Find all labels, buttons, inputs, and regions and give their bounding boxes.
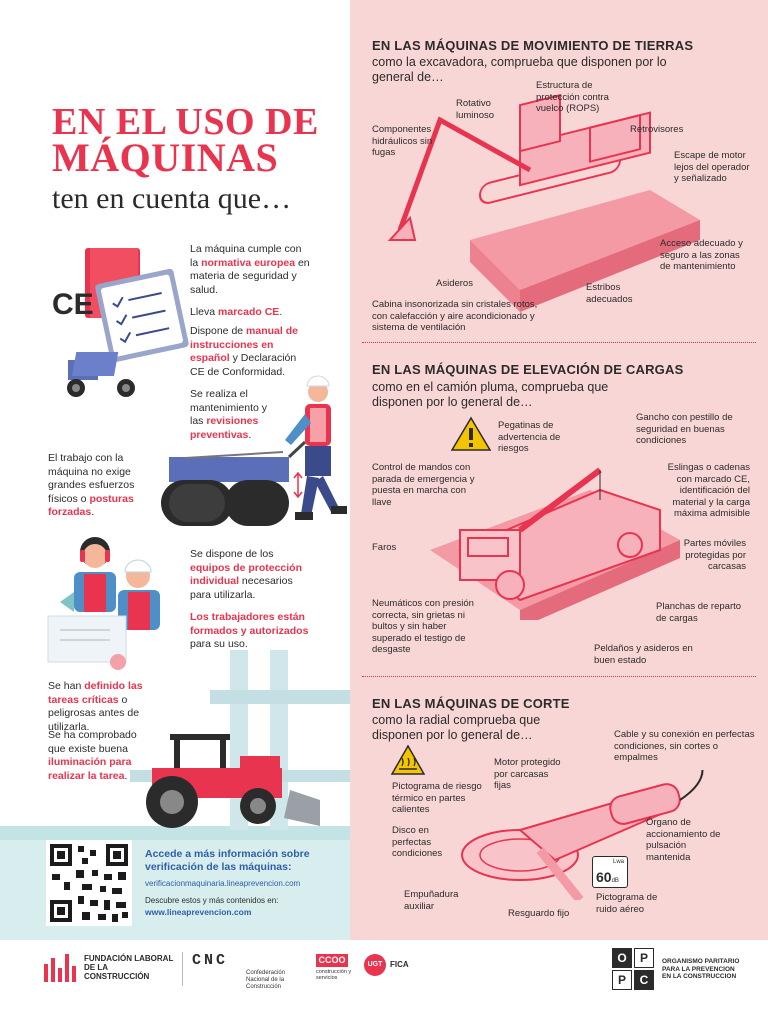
angle-grinder-illustration	[461, 770, 704, 900]
text-tareas-criticas: Se han definido las tareas críticas o pe…	[48, 680, 143, 733]
worker-icon	[285, 375, 347, 520]
crane-truck-illustration	[430, 467, 680, 620]
text-epi: Se dispone de los equipos de protección …	[190, 548, 303, 601]
opc-letter-p1: P	[634, 948, 654, 968]
label-neumaticos: Neumáticos con presión correcta, sin gri…	[372, 598, 474, 655]
main-title-line3: ten en cuenta que…	[52, 182, 292, 215]
qr-title: Accede a más información sobre verificac…	[145, 848, 310, 873]
text-normativa: La máquina cumple con la normativa europ…	[190, 243, 310, 296]
label-empunadura: Empuñadura auxiliar	[404, 889, 459, 912]
ce-documents-illustration	[67, 248, 189, 397]
label-asideros: Asideros	[436, 278, 473, 289]
noise-lwa-label: Lwa	[612, 859, 624, 865]
flc-logo-icon	[44, 954, 76, 982]
label-retrovisores: Retrovisores	[630, 124, 684, 135]
label-componentes-hidraulicos: Componentes hidráulicos sin fugas	[372, 124, 433, 158]
seal-icon	[110, 654, 126, 670]
qr-code-icon[interactable]	[46, 840, 132, 926]
label-planchas: Planchas de reparto de cargas	[656, 601, 742, 624]
qr-description: Descubre estos y más contenidos en:	[145, 896, 279, 905]
tractor-scaffold-illustration	[130, 650, 350, 830]
section-cutting-title: EN LAS MÁQUINAS DE CORTE	[372, 696, 570, 711]
opc-logo: O P P C	[612, 948, 656, 992]
label-faros: Faros	[372, 542, 397, 553]
noise-db-value: 60dB	[596, 869, 619, 885]
label-cable: Cable y su conexión en perfectas condici…	[614, 729, 755, 763]
opc-name: ORGANISMO PARITARIO PARA LA PREVENCION E…	[662, 958, 740, 980]
text-iluminacion: Se ha comprobado que existe buena ilumin…	[48, 729, 137, 782]
cnc-name: Confederación Nacional de la Construcció…	[246, 970, 286, 990]
label-estructura-rops: Estructura de protección contra vuelco (…	[536, 80, 609, 114]
qr-link-2[interactable]: www.lineaprevencion.com	[145, 907, 252, 917]
label-peldanos: Peldaños y asideros en buen estado	[594, 643, 693, 666]
text-formados: Los trabajadores están formados y autori…	[190, 611, 309, 650]
label-acceso: Acceso adecuado y seguro a las zonas de …	[660, 238, 743, 272]
section-divider-2	[362, 676, 756, 677]
label-cabina: Cabina insonorizada sin cristales rotos,…	[372, 299, 538, 333]
section-earthmoving-subtitle: como la excavadora, comprueba que dispon…	[372, 55, 667, 84]
opc-letter-o: O	[612, 948, 632, 968]
cnc-logo: CNC	[192, 952, 229, 969]
text-manual: Dispone de manual de instrucciones en es…	[190, 325, 298, 378]
opc-letter-p2: P	[612, 970, 632, 990]
hot-surface-icon	[390, 744, 426, 775]
label-rotativo: Rotativo luminoso	[456, 98, 495, 121]
ccoo-logo: CCOO	[316, 954, 348, 967]
label-motor: Motor protegido por carcasas fijas	[494, 757, 561, 791]
flc-name: FUNDACIÓN LABORAL DE LA CONSTRUCCIÓN	[84, 954, 174, 981]
main-title-line2: MÁQUINAS	[52, 135, 279, 180]
label-escape: Escape de motor lejos del operador y señ…	[674, 150, 750, 184]
label-gancho: Gancho con pestillo de seguridad en buen…	[636, 412, 733, 446]
footer: FUNDACIÓN LABORAL DE LA CONSTRUCCIÓN CNC…	[0, 940, 768, 1024]
worker-male-icon	[118, 559, 160, 630]
label-organo: Órgano de accionamiento de pulsación man…	[646, 817, 721, 863]
ce-mark: CE	[52, 288, 94, 321]
tractor-icon	[146, 734, 320, 828]
roller-icon	[169, 457, 289, 482]
crane-truck-icon	[458, 467, 661, 602]
label-control-mandos: Control de mandos con parada de emergenc…	[372, 462, 475, 508]
opc-letter-c: C	[634, 970, 654, 990]
label-disco: Disco en perfectas condiciones	[392, 825, 443, 859]
excavator-icon	[387, 93, 651, 241]
label-eslingas: Eslingas o cadenas con marcado CE, ident…	[667, 462, 750, 519]
workers-epi-illustration	[47, 537, 160, 670]
fica-logo: FICA	[390, 960, 409, 969]
qr-band-edge	[0, 826, 350, 840]
qr-link[interactable]: verificacionmaquinaria.lineaprevencion.c…	[145, 879, 301, 888]
main-title-line1: EN EL USO DE	[52, 101, 319, 143]
section-divider-1	[362, 342, 756, 343]
noise-pictogram: Lwa 60dB	[592, 856, 628, 888]
roller-worker-illustration	[161, 375, 347, 526]
ccoo-subtitle: construcción y servicios	[316, 969, 352, 981]
grinder-icon	[517, 783, 681, 900]
text-esfuerzos: El trabajo con la máquina no exige grand…	[48, 452, 135, 518]
label-resguardo: Resguardo fijo	[508, 908, 570, 919]
section-lifting-subtitle: como en el camión pluma, comprueba que d…	[372, 380, 609, 409]
label-pictograma-ruido: Pictograma de ruido aéreo	[596, 892, 658, 915]
label-partes-moviles: Partes móviles protegidas por carcasas	[683, 538, 746, 572]
ugt-logo: UGT	[364, 954, 386, 976]
excavator-illustration	[387, 93, 700, 312]
warning-triangle-icon	[450, 416, 492, 451]
text-marcado: Lleva marcado CE.	[190, 306, 283, 318]
label-pictograma-termico: Pictograma de riesgo térmico en partes c…	[392, 781, 482, 815]
text-mantenimiento: Se realiza el mantenimiento y las revisi…	[190, 388, 268, 441]
section-cutting-subtitle: como la radial comprueba que disponen po…	[372, 713, 541, 742]
footer-separator	[182, 952, 183, 986]
label-pegatinas: Pegatinas de advertencia de riesgos	[498, 420, 561, 454]
right-panel: EN LAS MÁQUINAS DE MOVIMIENTO DE TIERRAS…	[350, 0, 768, 940]
left-panel: EN EL USO DE MÁQUINAS ten en cuenta que……	[0, 0, 350, 940]
section-earthmoving-title: EN LAS MÁQUINAS DE MOVIMIENTO DE TIERRAS	[372, 38, 694, 53]
label-estribos: Estribos adecuados	[586, 282, 633, 305]
certificate-icon	[47, 615, 127, 663]
section-lifting-title: EN LAS MÁQUINAS DE ELEVACIÓN DE CARGAS	[372, 362, 684, 377]
worker-female-icon	[74, 537, 116, 612]
